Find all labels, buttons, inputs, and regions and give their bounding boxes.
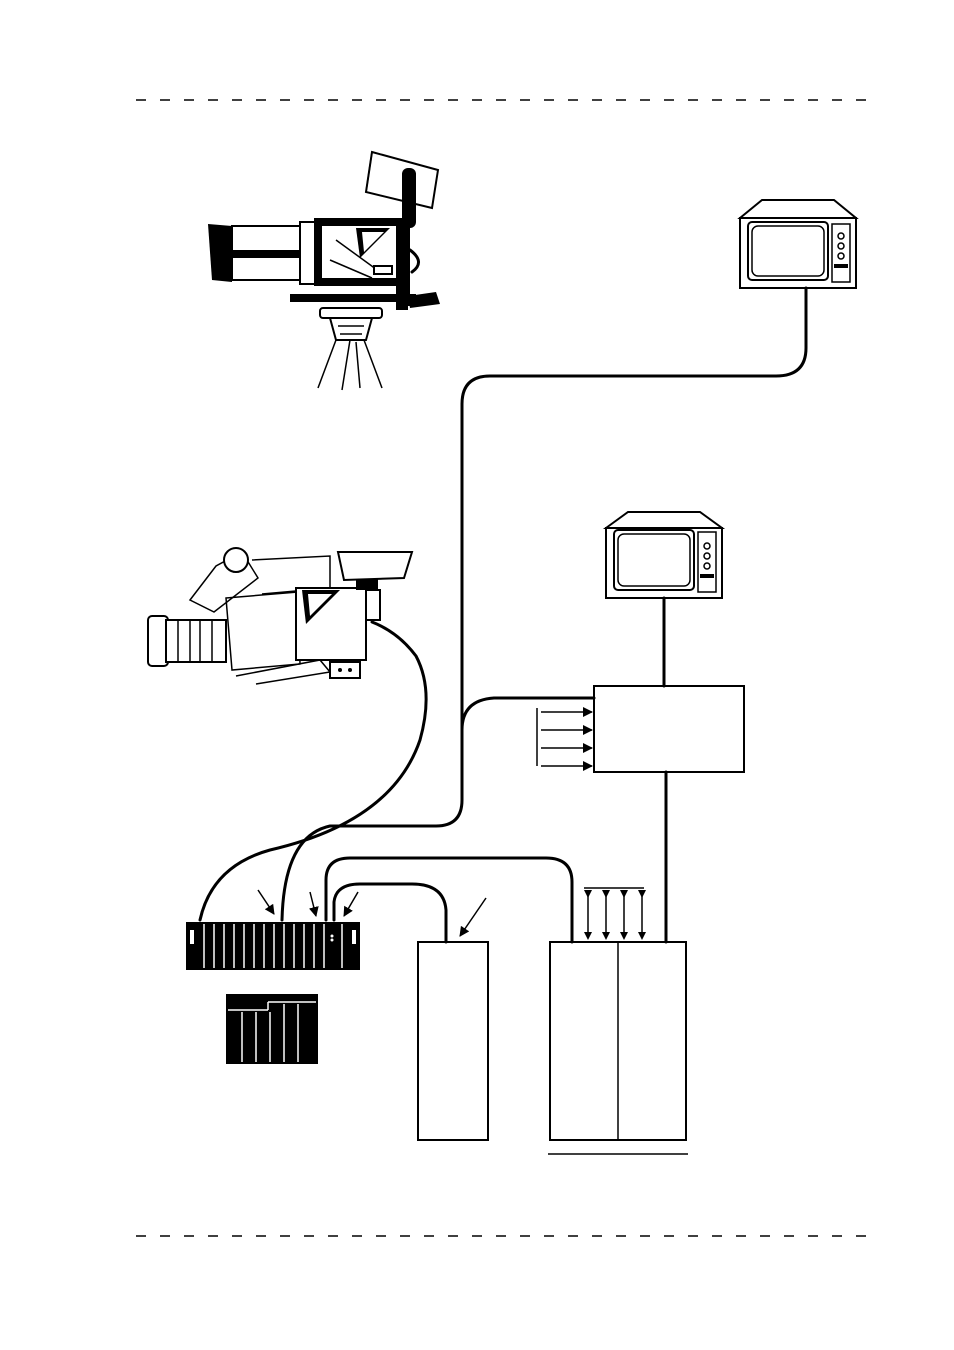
mixer-unit-box xyxy=(593,685,745,773)
cable-rack-to-single-unit xyxy=(332,882,448,944)
monitor-mid-icon xyxy=(602,511,726,599)
tall-unit-double xyxy=(549,941,687,1141)
cable-portable-camera-to-rack xyxy=(198,620,428,922)
portable-camera-icon xyxy=(147,547,414,685)
monitor-top-icon xyxy=(737,199,859,289)
rack-front-icon xyxy=(226,994,318,1064)
rack-pointer-arrow-1 xyxy=(257,889,275,915)
tall-unit-pointer-arrow xyxy=(459,897,487,937)
tall-unit-single xyxy=(417,941,489,1141)
cable-branch-to-mixer xyxy=(460,696,596,732)
studio-camera-on-tripod-icon xyxy=(208,150,440,391)
rack-pointer-arrow-3 xyxy=(343,891,359,917)
cable-top-monitor-to-rack xyxy=(280,286,808,922)
rack-pointer-arrow-2 xyxy=(308,891,319,917)
cable-rack-to-double-unit xyxy=(324,856,574,944)
rack-chassis-icon xyxy=(186,922,360,970)
